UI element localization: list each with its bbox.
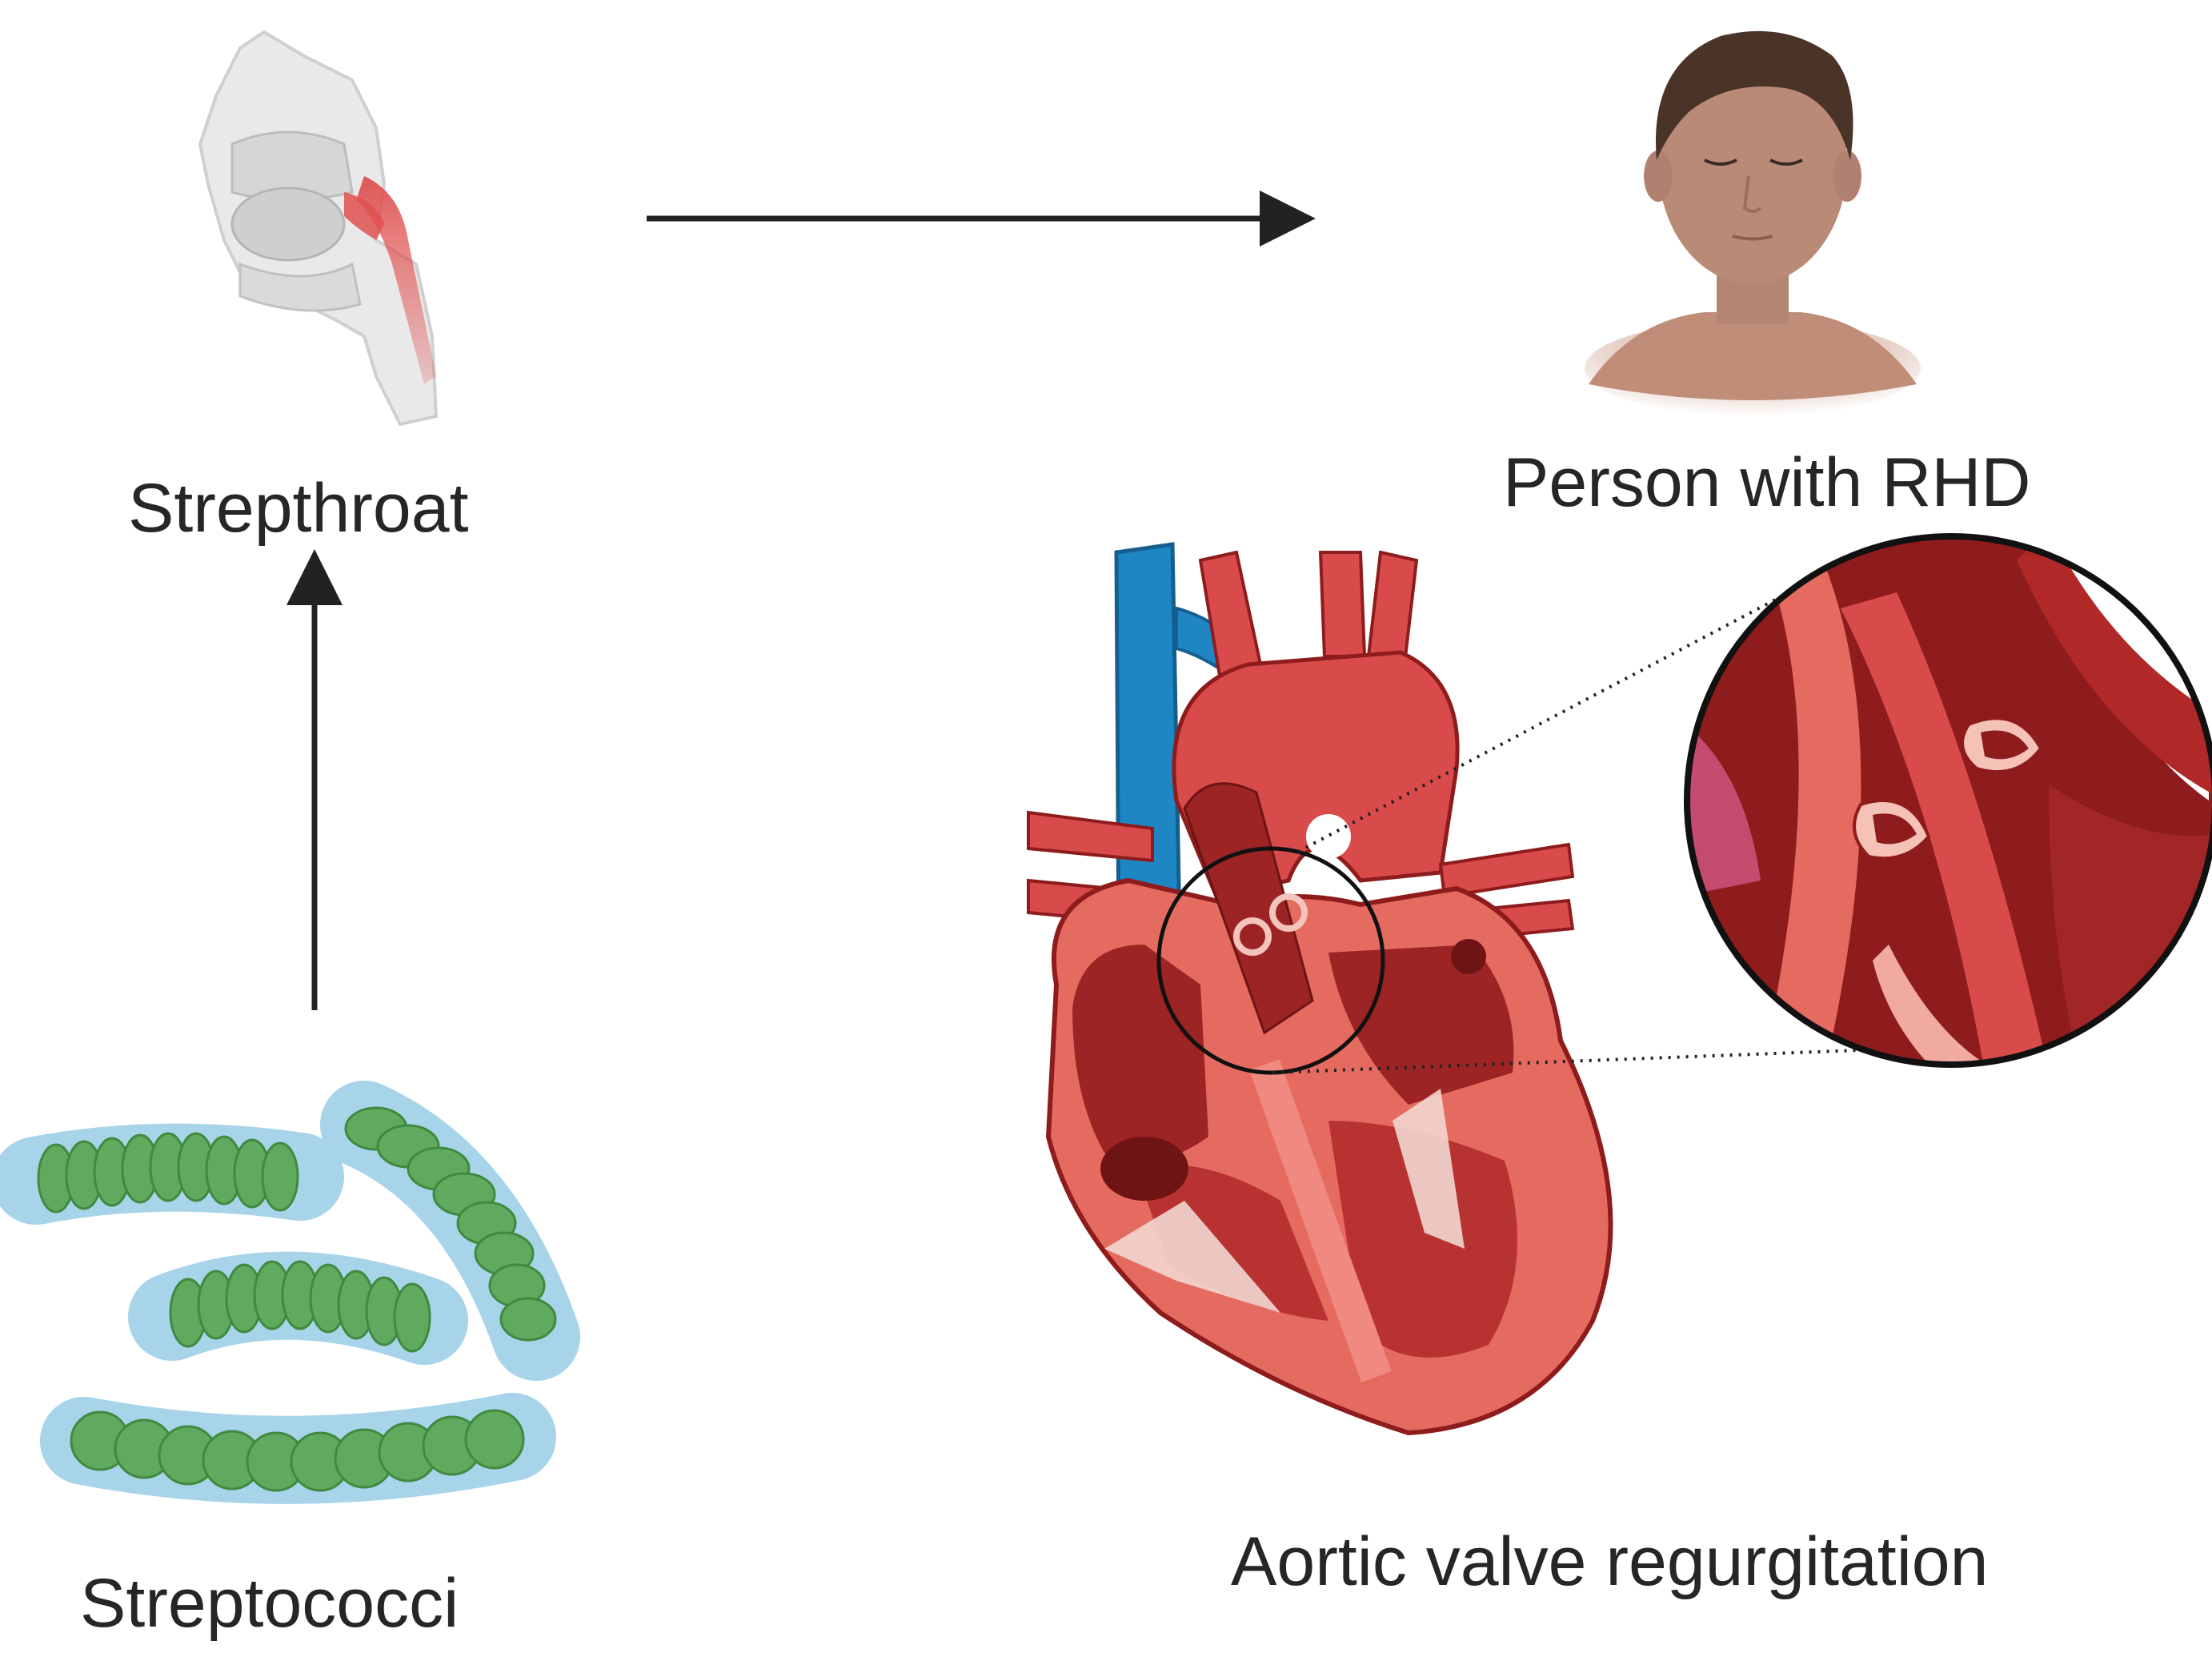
- aortic-valve-regurgitation-label: Aortic valve regurgitation: [1231, 1523, 1989, 1600]
- streptococci-chains-icon: [0, 1081, 580, 1504]
- streptococci-label: Streptococci: [80, 1565, 459, 1642]
- person-with-rhd-label: Person with RHD: [1503, 444, 2031, 521]
- person-head-icon: [1585, 30, 1921, 416]
- zoom-line-top: [1297, 587, 1797, 853]
- heart-cross-section-icon: [1027, 542, 1613, 1436]
- throat-anatomy-icon: [198, 30, 439, 427]
- strepthroat-label: Strepthroat: [128, 470, 469, 547]
- valve-magnifier-icon: [1684, 533, 2212, 1068]
